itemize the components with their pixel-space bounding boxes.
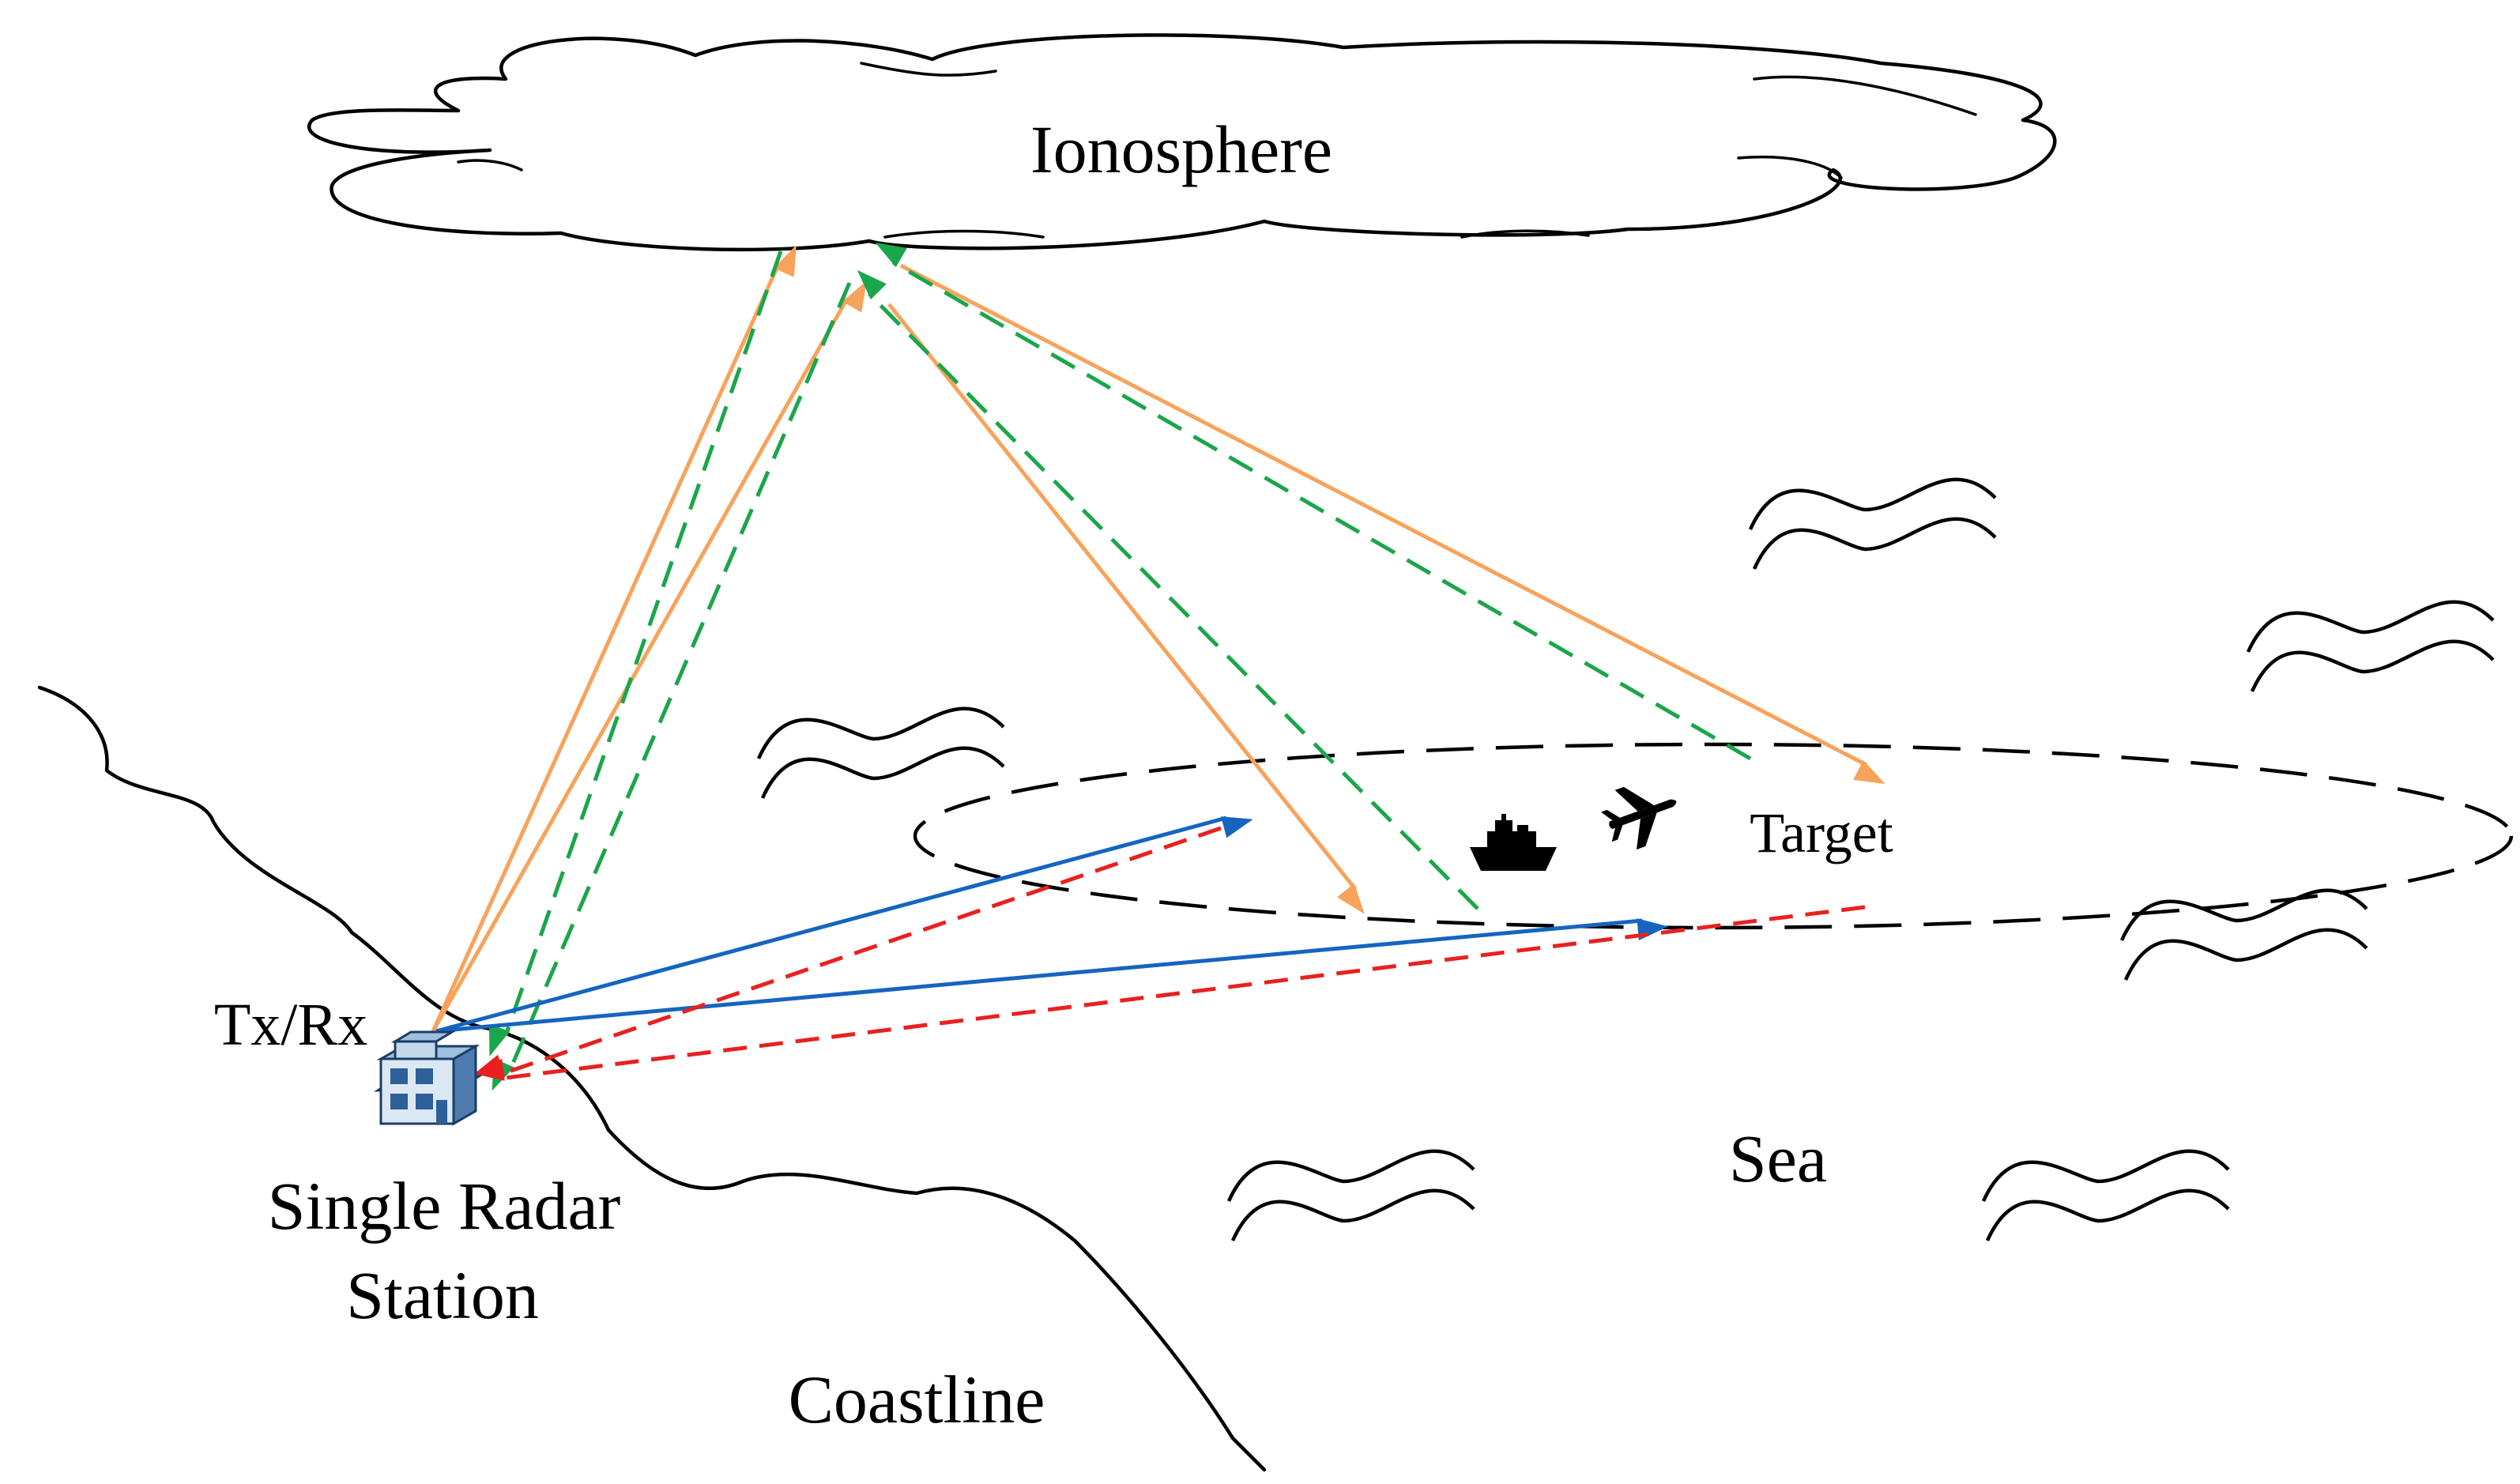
wave-icon [2119, 888, 2368, 981]
ground-wave-paths [435, 815, 1866, 1081]
sky-wave-tx-up-2 [431, 281, 867, 1033]
coastline-label: Coastline [789, 1362, 1045, 1437]
ground-wave-tx-1 [435, 815, 1253, 1034]
sky-wave-tx-down-1 [887, 303, 1365, 914]
sky-wave-paths [431, 242, 1885, 1091]
sky-wave-rx-up-2 [875, 242, 1752, 761]
ionosphere-label: Ionosphere [1030, 111, 1332, 187]
ship-icon [1470, 814, 1557, 871]
wave-icon [756, 706, 1005, 799]
station-label-line1: Single Radar [268, 1168, 621, 1244]
wave-icon [1981, 1149, 2230, 1241]
coastline-path [37, 685, 1267, 1472]
wave-icon [2246, 600, 2495, 692]
target-label: Target [1750, 801, 1893, 864]
station-label-line2: Station [346, 1257, 539, 1333]
sea-label: Sea [1729, 1121, 1827, 1196]
ground-wave-rx-2 [473, 905, 1866, 1081]
target-zone-ellipse [913, 742, 2514, 930]
airplane-icon [1601, 786, 1677, 850]
sky-wave-tx-up-1 [431, 244, 797, 1033]
txrx-label: Tx/Rx [214, 992, 367, 1058]
ground-wave-tx-2 [435, 918, 1669, 1034]
wave-icon [1226, 1149, 1475, 1241]
ionosphere-cloud [307, 33, 2057, 252]
sky-wave-tx-down-2 [899, 263, 1885, 785]
sky-wave-rx-down-1 [488, 250, 783, 1057]
radar-station-building-icon [373, 1030, 484, 1126]
wave-icon [1748, 477, 1997, 570]
sky-wave-rx-down-2 [492, 282, 852, 1091]
ground-wave-rx-1 [473, 826, 1222, 1077]
sea-waves [756, 477, 2495, 1241]
sky-wave-rx-up-1 [857, 269, 1479, 910]
